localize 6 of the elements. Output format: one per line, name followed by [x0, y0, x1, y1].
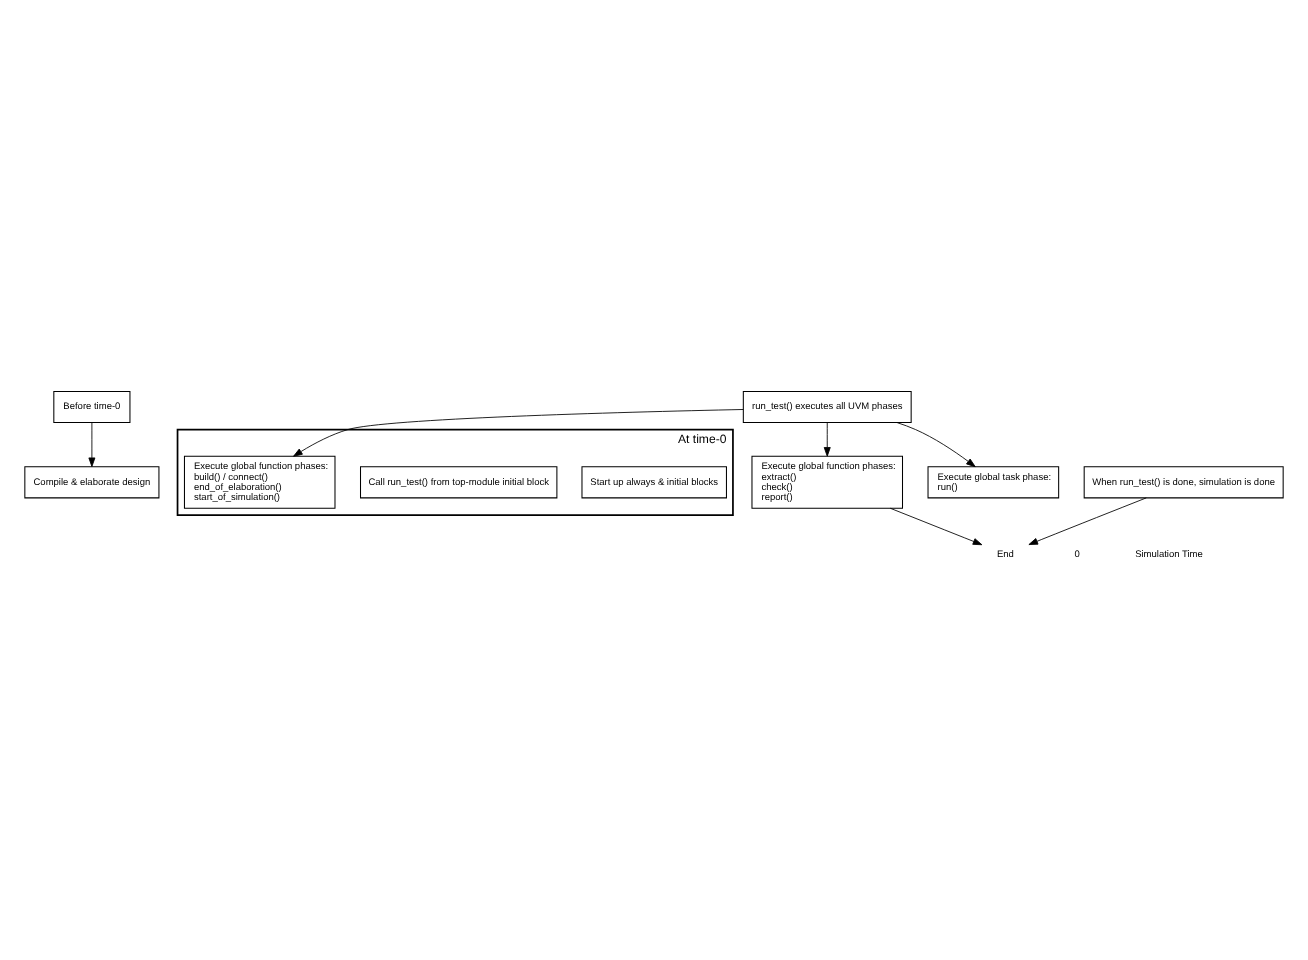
arrow [1028, 496, 1147, 545]
arrow [88, 421, 96, 466]
arrow [823, 421, 831, 456]
arrow [896, 421, 976, 467]
arrow [889, 506, 983, 545]
arrow [293, 408, 744, 456]
